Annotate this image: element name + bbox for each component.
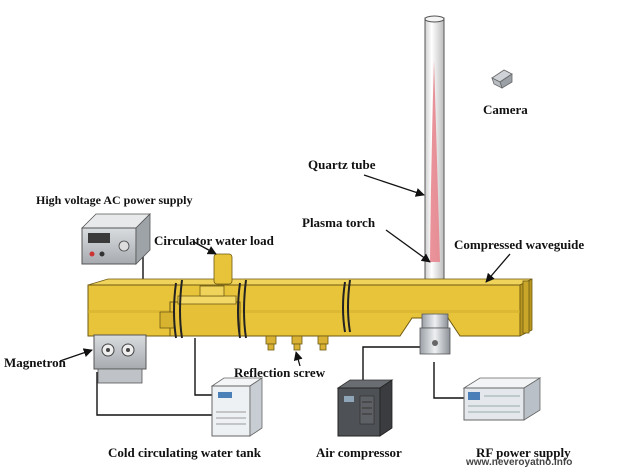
air-compressor-icon xyxy=(336,379,394,437)
arrow-waveguide xyxy=(485,253,511,283)
water-chiller-icon xyxy=(210,377,264,437)
label-rf-power-supply: RF power supply xyxy=(476,445,571,460)
connection-lines xyxy=(96,252,470,416)
label-reflection-screw: Reflection screw xyxy=(234,365,326,380)
label-circulator-water-load: Circulator water load xyxy=(154,233,274,248)
camera-icon xyxy=(491,69,513,89)
label-quartz-tube: Quartz tube xyxy=(308,157,376,172)
label-high-voltage-supply: High voltage AC power supply xyxy=(36,193,193,207)
annotation-arrows xyxy=(59,174,511,367)
circulator-water-line xyxy=(194,338,218,396)
arrow-plasma-torch xyxy=(385,229,431,263)
label-magnetron: Magnetron xyxy=(4,355,66,370)
quartz-tube xyxy=(424,15,445,299)
label-air-compressor: Air compressor xyxy=(316,445,402,460)
power-supply-icon xyxy=(81,213,151,265)
arrow-circulator xyxy=(193,241,217,255)
arrow-quartz-tube xyxy=(363,174,425,197)
air-line xyxy=(362,346,423,390)
label-camera: Camera xyxy=(483,102,528,117)
flange-clamps xyxy=(173,279,351,339)
plasma-torch-flame xyxy=(430,60,440,262)
label-cold-water-tank: Cold circulating water tank xyxy=(108,445,261,460)
magnetron-icon xyxy=(93,334,147,384)
label-plasma-torch: Plasma torch xyxy=(302,215,376,230)
arrow-reflection-screw xyxy=(293,351,303,367)
arrow-magnetron xyxy=(59,348,93,362)
magnetron-water-line xyxy=(96,372,218,416)
waveguide xyxy=(87,278,533,337)
torch-base xyxy=(419,313,451,355)
rf-supply-icon xyxy=(462,377,542,421)
reflection-screws xyxy=(265,335,329,351)
rf-line xyxy=(433,362,470,399)
watermark: www.neveroyatno.info xyxy=(466,457,573,468)
label-compressed-waveguide: Compressed waveguide xyxy=(454,237,585,252)
